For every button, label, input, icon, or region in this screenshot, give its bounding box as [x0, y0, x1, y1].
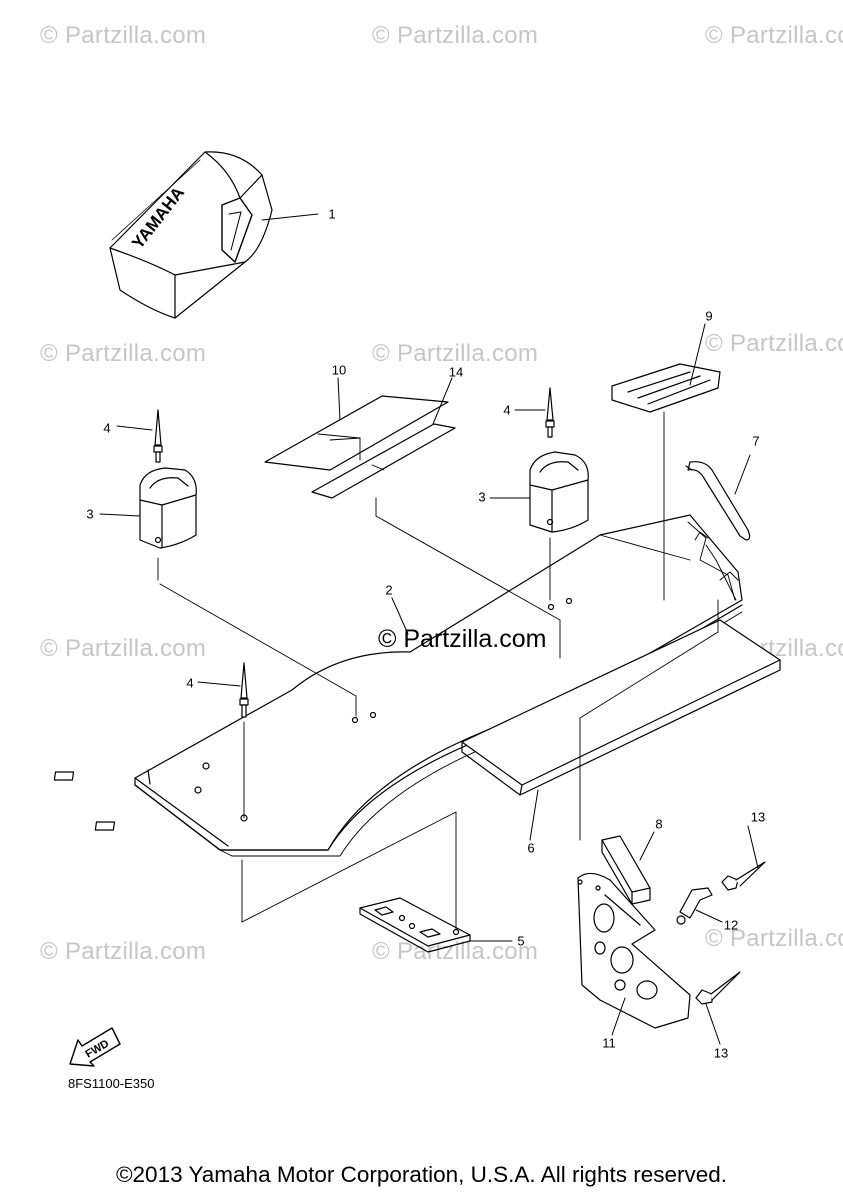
watermark-text: © Partzilla.com — [40, 635, 207, 662]
watermark-text: © Partzilla.com — [705, 925, 843, 952]
watermark-text: © Partzilla.com — [40, 22, 207, 49]
label-strip-part — [311, 423, 456, 499]
diagram-code: 8FS1100-E350 — [68, 1076, 155, 1091]
part-number-label: 6 — [527, 840, 535, 856]
center-watermark-text: © Partzilla.com — [378, 625, 547, 653]
watermark-text: © Partzilla.com — [372, 938, 539, 965]
watermark-text: © Partzilla.com — [705, 330, 843, 357]
part-number-label: 13 — [750, 809, 766, 825]
rod-part — [685, 461, 751, 541]
part-number-label: 4 — [186, 675, 194, 691]
part-number-label: 5 — [517, 933, 525, 949]
part-number-label: 4 — [503, 402, 511, 418]
watermark-text: © Partzilla.com — [40, 340, 207, 367]
forward-arrow-icon: FWD — [69, 1027, 121, 1067]
part-number-label: 14 — [448, 364, 464, 380]
clip-part-left — [139, 467, 197, 549]
pop-rivet-part — [721, 861, 766, 891]
pop-rivet-part — [695, 971, 741, 1005]
part-number-label: 3 — [86, 506, 94, 522]
copyright-notice: ©2013 Yamaha Motor Corporation, U.S.A. A… — [115, 1162, 728, 1187]
part-number-label: 10 — [331, 362, 347, 378]
watermark-text: © Partzilla.com — [372, 340, 539, 367]
rivet-part — [153, 409, 163, 463]
sheet-pad-part — [611, 363, 721, 413]
seat-cover-part: YAMAHA — [109, 151, 319, 319]
leader-lines — [99, 323, 759, 1045]
part-number-label: 2 — [385, 582, 393, 598]
clip-part-right — [529, 451, 589, 533]
part-number-label: 12 — [723, 917, 739, 933]
small-plate-part — [359, 897, 471, 953]
label-sheet-part — [264, 395, 449, 471]
small-clip-part — [676, 887, 713, 925]
part-number-label: 7 — [752, 433, 760, 449]
part-number-label: 9 — [705, 308, 713, 324]
bracket-plate-part — [577, 872, 691, 1029]
watermark-text: © Partzilla.com — [40, 938, 207, 965]
pad-part — [461, 619, 781, 796]
part-number-label: 3 — [478, 489, 486, 505]
rivet-part — [239, 662, 249, 718]
part-number-label: 8 — [655, 816, 663, 832]
part-number-label: 1 — [328, 206, 336, 222]
part-number-label: 13 — [713, 1045, 729, 1061]
watermark-text: © Partzilla.com — [372, 22, 539, 49]
rivet-part — [545, 387, 555, 438]
part-number-label: 4 — [103, 420, 111, 436]
assembly-lines — [157, 411, 737, 931]
watermark-text: © Partzilla.com — [705, 22, 843, 49]
part-number-label: 11 — [602, 1035, 616, 1051]
